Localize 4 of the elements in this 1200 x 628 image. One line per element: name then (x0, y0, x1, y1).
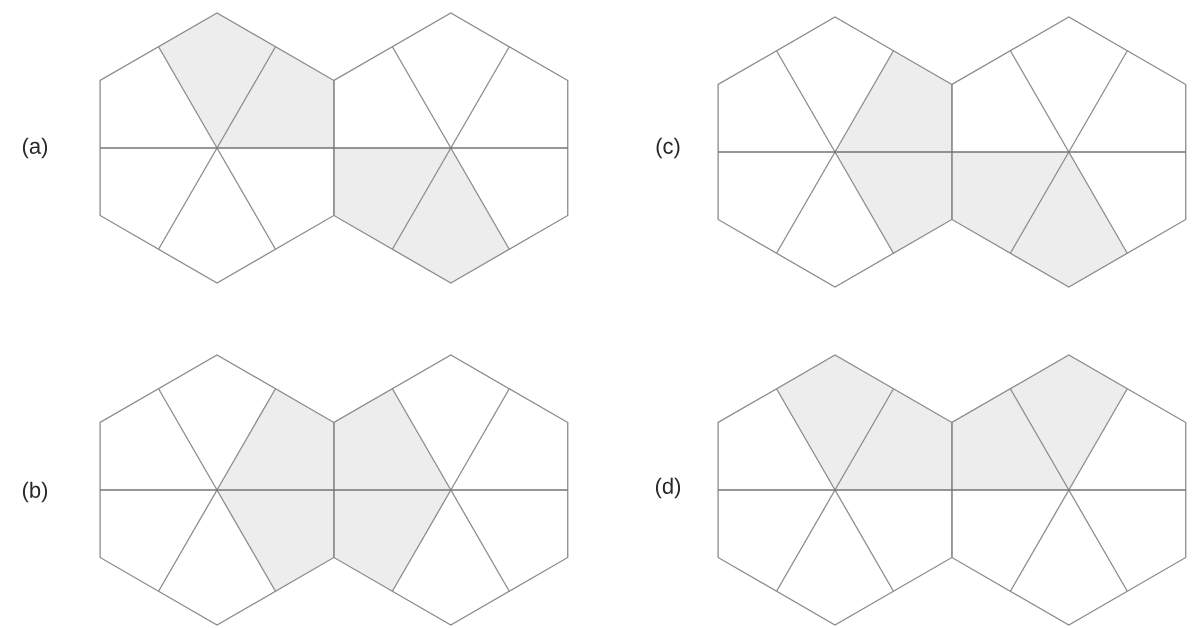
panel-label: (b) (22, 481, 48, 503)
panel-label: (c) (656, 137, 680, 159)
panel-label: (d) (655, 477, 681, 499)
panel-label: (a) (22, 137, 48, 159)
